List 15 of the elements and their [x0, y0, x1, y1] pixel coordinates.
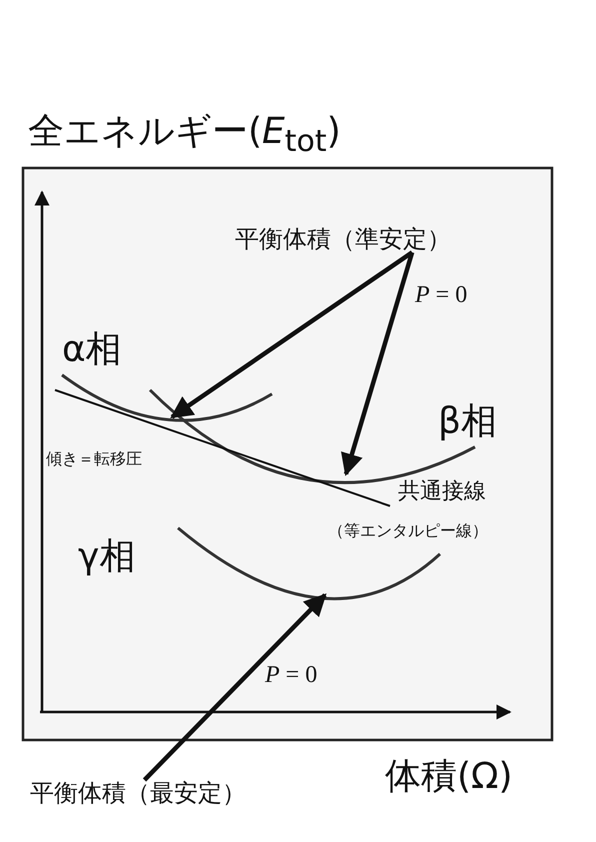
phase-label: β相 — [438, 402, 497, 442]
arrow — [341, 252, 414, 476]
phase-label: α相 — [62, 330, 122, 370]
callout-text: 平衡体積（最安定） — [30, 780, 246, 806]
axis-title: 全エネルギー(E$_{tot}$) — [28, 112, 341, 158]
phase-label: γ相 — [78, 537, 136, 577]
pressure-label: P = 0 — [415, 282, 468, 308]
arrow — [170, 250, 414, 419]
slope-label: 傾き＝転移圧 — [46, 450, 142, 468]
arrow — [142, 593, 327, 782]
pressure-label: P = 0 — [265, 662, 318, 688]
tangent-label: 共通接線 — [398, 480, 486, 504]
tangent-note: （等エンタルピー線） — [328, 522, 488, 540]
axis-title: 体積(Ω) — [385, 757, 513, 797]
callout-text: 平衡体積（準安定） — [235, 226, 451, 252]
